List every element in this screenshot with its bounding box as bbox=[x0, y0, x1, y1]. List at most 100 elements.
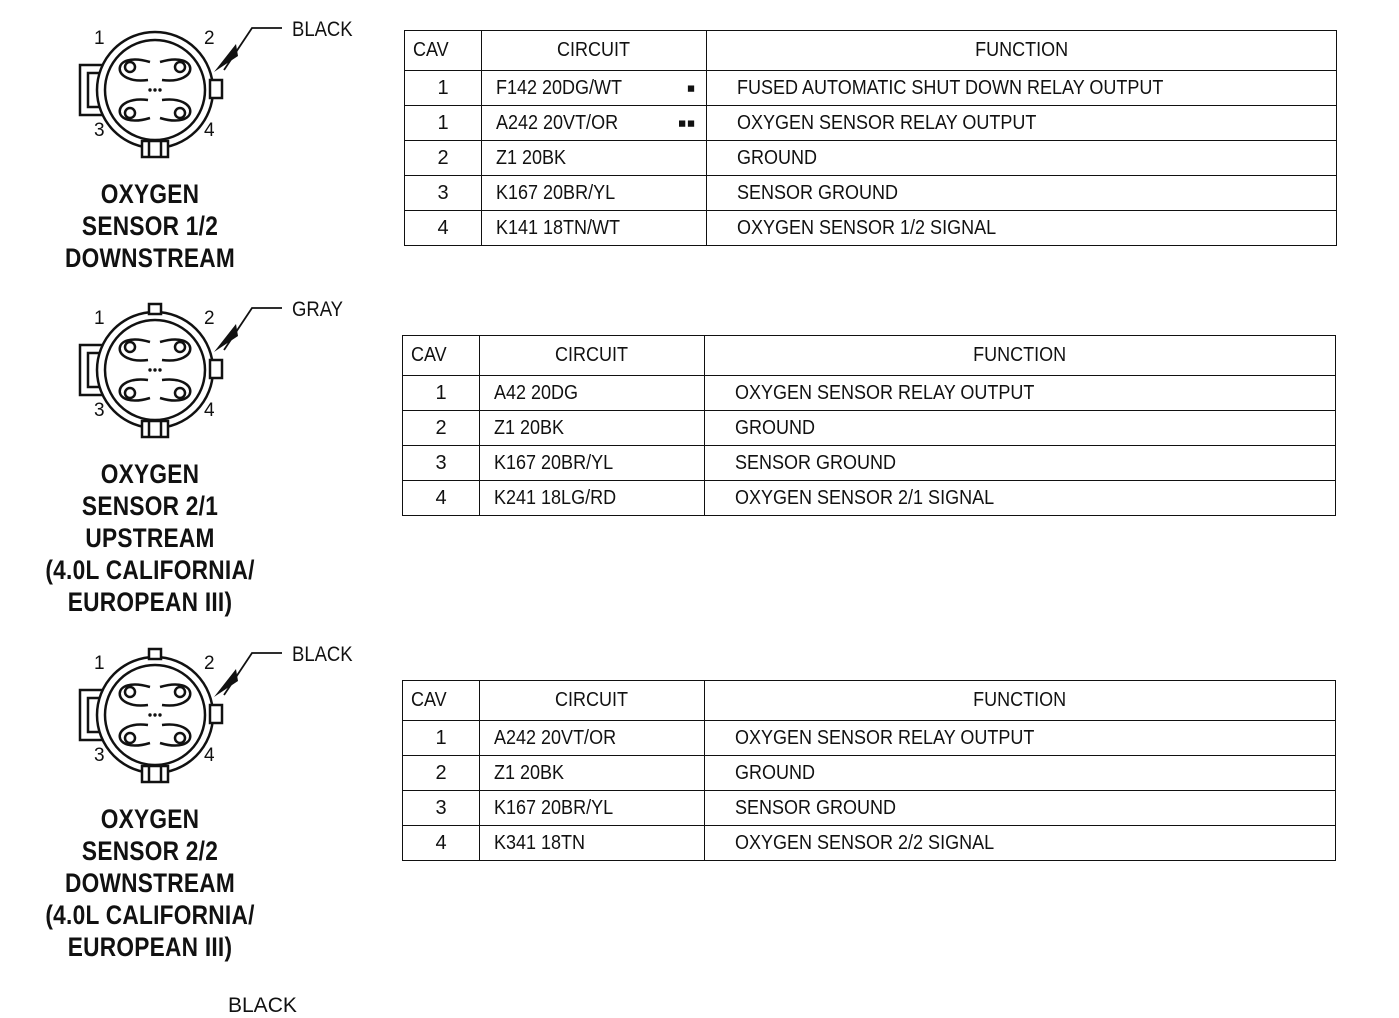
cell-circuit: A242 20VT/OR■■ bbox=[481, 105, 707, 141]
cell-cav: 4 bbox=[404, 210, 482, 246]
connector-color-label: BLACK bbox=[292, 18, 353, 41]
header-circuit: CIRCUIT bbox=[479, 335, 705, 376]
title-line: (4.0L CALIFORNIA/ bbox=[45, 555, 255, 585]
cell-function: FUSED AUTOMATIC SHUT DOWN RELAY OUTPUT bbox=[706, 70, 1337, 106]
table-header-row: CAV CIRCUIT FUNCTION bbox=[402, 335, 1336, 376]
title-line: OXYGEN bbox=[100, 179, 200, 209]
cell-cav: 3 bbox=[402, 790, 480, 826]
cell-cav: 1 bbox=[404, 105, 482, 141]
title-line: EUROPEAN III) bbox=[67, 587, 233, 617]
option-marker: ■■ bbox=[678, 115, 696, 131]
cell-function: SENSOR GROUND bbox=[704, 445, 1336, 481]
pin-1-label: 1 bbox=[94, 28, 105, 49]
header-circuit: CIRCUIT bbox=[479, 680, 705, 721]
pin-3-label: 3 bbox=[94, 745, 105, 766]
pin-2-label: 2 bbox=[204, 653, 215, 674]
cell-circuit: K341 18TN bbox=[479, 825, 705, 861]
title-line: SENSOR 1/2 bbox=[81, 211, 219, 241]
title-line: SENSOR 2/1 bbox=[81, 491, 219, 521]
header-function: FUNCTION bbox=[704, 680, 1336, 721]
cell-circuit: A242 20VT/OR bbox=[479, 720, 705, 756]
table-row: 3 K167 20BR/YL SENSOR GROUND bbox=[404, 175, 1337, 211]
connector-color-label: GRAY bbox=[292, 298, 344, 321]
cell-cav: 2 bbox=[402, 410, 480, 446]
title-line: OXYGEN bbox=[100, 804, 200, 834]
table-header-row: CAV CIRCUIT FUNCTION bbox=[402, 680, 1336, 721]
table-row: 4 K241 18LG/RD OXYGEN SENSOR 2/1 SIGNAL bbox=[402, 480, 1336, 516]
cell-cav: 4 bbox=[402, 480, 480, 516]
title-line: (4.0L CALIFORNIA/ bbox=[45, 900, 255, 930]
pin-1-label: 1 bbox=[94, 308, 105, 329]
table-row: 1 A242 20VT/OR■■ OXYGEN SENSOR RELAY OUT… bbox=[404, 105, 1337, 141]
cell-function: SENSOR GROUND bbox=[704, 790, 1336, 826]
cell-function: OXYGEN SENSOR RELAY OUTPUT bbox=[704, 720, 1336, 756]
title-line: SENSOR 2/2 bbox=[81, 836, 219, 866]
cell-circuit: Z1 20BK bbox=[479, 755, 705, 791]
cell-function: OXYGEN SENSOR 2/2 SIGNAL bbox=[704, 825, 1336, 861]
table-header-row: CAV CIRCUIT FUNCTION bbox=[404, 30, 1337, 71]
cell-cav: 1 bbox=[404, 70, 482, 106]
cell-function: OXYGEN SENSOR RELAY OUTPUT bbox=[704, 375, 1336, 411]
connector-1-table: CAV CIRCUIT FUNCTION 1 F142 20DG/WT■ FUS… bbox=[404, 30, 1337, 246]
table-row: 1 A42 20DG OXYGEN SENSOR RELAY OUTPUT bbox=[402, 375, 1336, 411]
table-row: 2 Z1 20BK GROUND bbox=[402, 410, 1336, 446]
cell-function: GROUND bbox=[706, 140, 1337, 176]
cell-circuit: K167 20BR/YL bbox=[479, 790, 705, 826]
cell-cav: 1 bbox=[402, 720, 480, 756]
cell-function: OXYGEN SENSOR RELAY OUTPUT bbox=[706, 105, 1337, 141]
header-circuit: CIRCUIT bbox=[481, 30, 707, 71]
cell-function: OXYGEN SENSOR 1/2 SIGNAL bbox=[706, 210, 1337, 246]
table-row: 2 Z1 20BK GROUND bbox=[402, 755, 1336, 791]
cell-circuit: K241 18LG/RD bbox=[479, 480, 705, 516]
table-row: 3 K167 20BR/YL SENSOR GROUND bbox=[402, 445, 1336, 481]
header-cav: CAV bbox=[402, 335, 480, 376]
cell-circuit: A42 20DG bbox=[479, 375, 705, 411]
pin-4-label: 4 bbox=[204, 745, 215, 766]
pin-4-label: 4 bbox=[204, 400, 215, 421]
cell-cav: 1 bbox=[402, 375, 480, 411]
table-row: 4 K141 18TN/WT OXYGEN SENSOR 1/2 SIGNAL bbox=[404, 210, 1337, 246]
title-line: OXYGEN bbox=[100, 459, 200, 489]
partial-color-label: BLACK bbox=[228, 994, 297, 1017]
cell-circuit: K167 20BR/YL bbox=[479, 445, 705, 481]
cell-circuit: F142 20DG/WT■ bbox=[481, 70, 707, 106]
cell-cav: 4 bbox=[402, 825, 480, 861]
cell-cav: 2 bbox=[404, 140, 482, 176]
title-line: DOWNSTREAM bbox=[64, 868, 236, 898]
cell-cav: 3 bbox=[402, 445, 480, 481]
header-function: FUNCTION bbox=[706, 30, 1337, 71]
connector-3-table: CAV CIRCUIT FUNCTION 1 A242 20VT/OR OXYG… bbox=[402, 680, 1336, 861]
connector-1-diagram bbox=[78, 27, 282, 159]
connector-1-title: OXYGEN SENSOR 1/2 DOWNSTREAM bbox=[41, 178, 259, 274]
header-cav: CAV bbox=[404, 30, 482, 71]
pin-3-label: 3 bbox=[94, 120, 105, 141]
cell-circuit: Z1 20BK bbox=[481, 140, 707, 176]
cell-function: OXYGEN SENSOR 2/1 SIGNAL bbox=[704, 480, 1336, 516]
table-row: 1 F142 20DG/WT■ FUSED AUTOMATIC SHUT DOW… bbox=[404, 70, 1337, 106]
connector-2-diagram bbox=[78, 302, 282, 439]
pin-3-label: 3 bbox=[94, 400, 105, 421]
pin-2-label: 2 bbox=[204, 308, 215, 329]
pin-2-label: 2 bbox=[204, 28, 215, 49]
cell-circuit: K167 20BR/YL bbox=[481, 175, 707, 211]
connector-2-table: CAV CIRCUIT FUNCTION 1 A42 20DG OXYGEN S… bbox=[402, 335, 1336, 516]
cell-circuit: K141 18TN/WT bbox=[481, 210, 707, 246]
table-row: 4 K341 18TN OXYGEN SENSOR 2/2 SIGNAL bbox=[402, 825, 1336, 861]
table-row: 1 A242 20VT/OR OXYGEN SENSOR RELAY OUTPU… bbox=[402, 720, 1336, 756]
table-row: 2 Z1 20BK GROUND bbox=[404, 140, 1337, 176]
title-line: DOWNSTREAM bbox=[64, 243, 236, 273]
option-marker: ■ bbox=[687, 80, 696, 96]
connector-3-title: OXYGEN SENSOR 2/2 DOWNSTREAM (4.0L CALIF… bbox=[41, 803, 259, 963]
connector-2-title: OXYGEN SENSOR 2/1 UPSTREAM (4.0L CALIFOR… bbox=[41, 458, 259, 618]
table-row: 3 K167 20BR/YL SENSOR GROUND bbox=[402, 790, 1336, 826]
title-line: UPSTREAM bbox=[85, 523, 215, 553]
connector-color-label: BLACK bbox=[292, 643, 353, 666]
pin-1-label: 1 bbox=[94, 653, 105, 674]
cell-cav: 3 bbox=[404, 175, 482, 211]
cell-circuit: Z1 20BK bbox=[479, 410, 705, 446]
connector-3-diagram bbox=[78, 647, 282, 784]
header-cav: CAV bbox=[402, 680, 480, 721]
cell-function: GROUND bbox=[704, 755, 1336, 791]
header-function: FUNCTION bbox=[704, 335, 1336, 376]
cell-function: GROUND bbox=[704, 410, 1336, 446]
